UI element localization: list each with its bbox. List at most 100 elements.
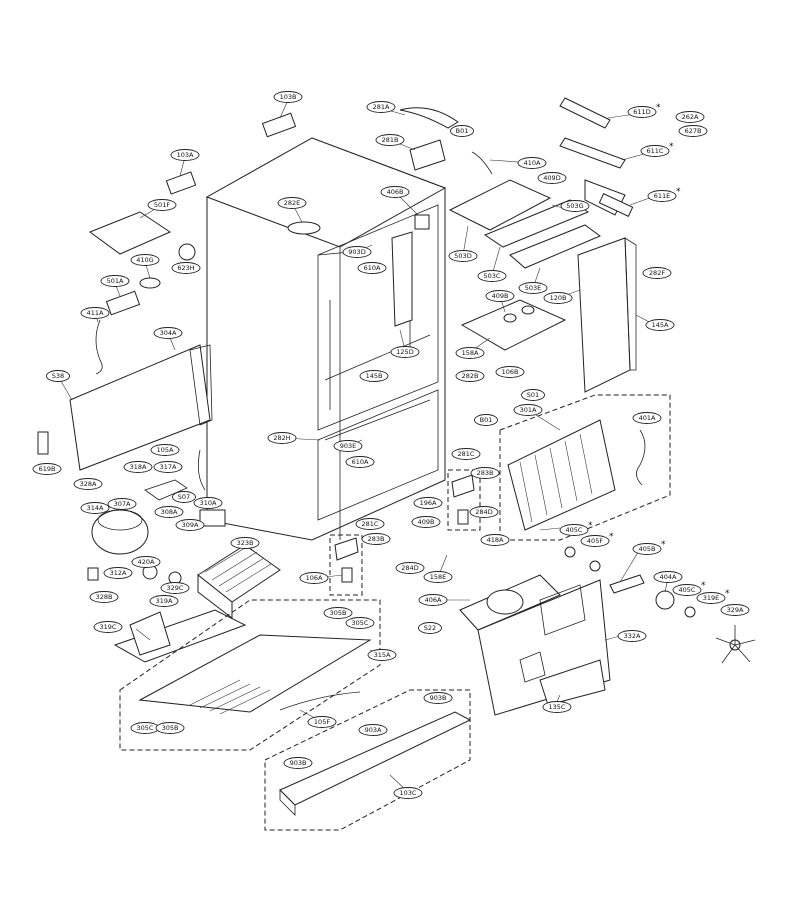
part-label-145b: 145B xyxy=(359,370,389,382)
label-bubble xyxy=(131,556,161,568)
label-bubble xyxy=(130,254,160,266)
part-label-610a: 610A xyxy=(357,262,387,274)
label-text: 329A xyxy=(727,606,744,614)
label-bubble xyxy=(518,282,548,294)
label-text: 283B xyxy=(368,535,385,543)
part-label-903a: 903A xyxy=(358,724,388,736)
part-label-284db: 284D xyxy=(395,562,425,574)
part-label-903b: 903B xyxy=(423,692,453,704)
part-label-301a: 301A xyxy=(513,404,543,416)
label-bubble xyxy=(645,319,675,331)
part-label-627b: 627B xyxy=(678,125,708,137)
compressor-assembly xyxy=(87,449,226,585)
label-bubble xyxy=(345,456,375,468)
label-bubble xyxy=(155,722,185,734)
label-bubble xyxy=(366,101,396,113)
label-text: 903E xyxy=(340,442,357,450)
part-label-305bb: 305B xyxy=(155,722,185,734)
part-label-409b: 409B xyxy=(485,290,515,302)
label-bubble xyxy=(345,617,375,629)
label-text: 406A xyxy=(425,596,442,604)
part-label-405f: 405F xyxy=(580,535,610,547)
part-label-903d: 903D xyxy=(342,246,372,258)
label-bubble xyxy=(103,567,133,579)
label-bubble xyxy=(485,290,515,302)
part-label-312a: 312A xyxy=(103,567,133,579)
label-text: 312A xyxy=(110,569,127,577)
label-text: 318A xyxy=(130,463,147,471)
part-label-106a: 106A xyxy=(299,572,329,584)
part-label-305cb: 305C xyxy=(130,722,160,734)
part-labels: 103B103A501F410G623H501A411A304AS38619B3… xyxy=(32,91,750,799)
star-mark: * xyxy=(588,521,593,531)
label-text: 319C xyxy=(100,623,117,631)
label-bubble xyxy=(93,621,123,633)
label-text: 319A xyxy=(156,597,173,605)
part-label-305b: 305B xyxy=(323,607,353,619)
label-bubble xyxy=(627,106,657,118)
label-bubble xyxy=(495,366,525,378)
part-label-319c: 319C xyxy=(93,621,123,633)
label-bubble xyxy=(448,250,478,262)
label-text: 405C xyxy=(566,526,583,534)
label-text: 282B xyxy=(462,372,479,380)
part-label-406a: 406A xyxy=(418,594,448,606)
part-label-405b: 405B xyxy=(632,543,662,555)
star-mark: * xyxy=(669,142,674,152)
label-bubble xyxy=(517,157,547,169)
label-bubble xyxy=(149,595,179,607)
part-label-282h: 282H xyxy=(267,432,297,444)
part-label-623h: 623H xyxy=(171,262,201,274)
label-text: 158A xyxy=(462,349,479,357)
label-text: 281A xyxy=(373,103,390,111)
label-text: 283B xyxy=(477,469,494,477)
label-bubble xyxy=(477,270,507,282)
label-text: 405B xyxy=(639,545,656,553)
part-label-328a: 328A xyxy=(73,478,103,490)
label-text: S38 xyxy=(52,372,64,380)
label-text: 623H xyxy=(177,264,194,272)
label-text: 420A xyxy=(138,558,155,566)
part-label-125d: 125D xyxy=(390,346,420,358)
part-label-317a: 317A xyxy=(153,461,183,473)
label-text: 610A xyxy=(364,264,381,272)
part-label-b01b: B01 xyxy=(474,414,498,426)
label-text: 611D xyxy=(633,108,650,116)
part-label-411a: 411A xyxy=(80,307,110,319)
label-bubble xyxy=(193,497,223,509)
label-bubble xyxy=(470,467,500,479)
label-text: 903B xyxy=(430,694,447,702)
label-text: 404A xyxy=(660,573,677,581)
label-text: 611E xyxy=(654,192,671,200)
label-text: 305B xyxy=(162,724,179,732)
label-bubble xyxy=(418,622,442,634)
evaporator-group xyxy=(499,394,671,541)
label-text: 410G xyxy=(136,256,153,264)
label-bubble xyxy=(720,604,750,616)
label-bubble xyxy=(642,267,672,279)
label-bubble xyxy=(175,519,205,531)
machine-cover xyxy=(37,344,213,471)
label-bubble xyxy=(355,518,385,530)
label-bubble xyxy=(632,543,662,555)
part-label-405cb: 405C xyxy=(672,584,702,596)
base-plate-group xyxy=(119,599,381,751)
label-bubble xyxy=(153,461,183,473)
label-bubble xyxy=(393,787,423,799)
part-label-410g: 410G xyxy=(130,254,160,266)
label-bubble xyxy=(675,111,705,123)
label-text: 323B xyxy=(237,539,254,547)
part-label-503c: 503C xyxy=(477,270,507,282)
part-label-307a: 307A xyxy=(107,498,137,510)
door-hinge-group xyxy=(329,469,481,596)
label-text: 315A xyxy=(374,651,391,659)
part-label-282e: 282E xyxy=(277,197,307,209)
part-label-s22: S22 xyxy=(418,622,442,634)
part-label-305c: 305C xyxy=(345,617,375,629)
label-bubble xyxy=(640,145,670,157)
label-text: 411A xyxy=(87,309,104,317)
label-bubble xyxy=(580,535,610,547)
label-text: 328B xyxy=(96,593,113,601)
label-text: 610A xyxy=(352,458,369,466)
label-bubble xyxy=(413,497,443,509)
